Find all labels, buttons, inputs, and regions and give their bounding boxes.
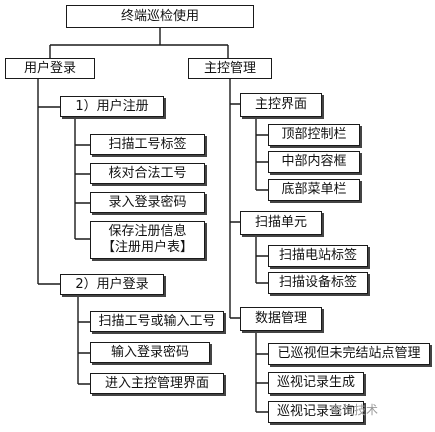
register-item-scan-id: 扫描工号标签 <box>90 134 205 155</box>
save-info-line2: 【注册用户表】 <box>101 240 193 255</box>
interface-item-bottom-menu: 底部菜单栏 <box>268 179 360 201</box>
scan-node: 扫描单元 <box>240 211 322 235</box>
interface-label: 主控界面 <box>254 97 307 112</box>
register-node: 1）用户注册 <box>60 96 164 117</box>
connector-root <box>49 28 229 58</box>
connector-interface-children <box>255 117 268 191</box>
register-item-save-info: 保存注册信息 【注册用户表】 <box>90 221 205 259</box>
data-node: 数据管理 <box>240 307 322 331</box>
register-item-verify-id: 核对合法工号 <box>90 163 205 184</box>
scan-item-device-tag: 扫描设备标签 <box>268 272 368 294</box>
register-label: 1）用户注册 <box>75 98 149 114</box>
save-info-line1: 保存注册信息 <box>108 224 187 239</box>
connector-login-children <box>77 295 90 385</box>
login-item-enter-main-ui: 进入主控管理界面 <box>90 373 224 394</box>
login-item-scan-or-input-id: 扫描工号或输入工号 <box>90 311 224 332</box>
data-item-unfinished-stations: 已巡视但未完结站点管理 <box>268 343 430 365</box>
watermark-text: 电气技术 <box>330 403 379 417</box>
connector-main-spine <box>229 79 240 319</box>
login-label: 2）用户登录 <box>75 276 149 292</box>
login-node: 2）用户登录 <box>60 274 164 295</box>
interface-item-top-bar: 顶部控制栏 <box>268 124 360 146</box>
root-label: 终端巡检使用 <box>120 8 199 24</box>
register-item-enter-password: 录入登录密码 <box>90 192 205 213</box>
user-login-label: 用户登录 <box>23 60 76 76</box>
root-node: 终端巡检使用 <box>66 5 254 28</box>
scan-item-station-tag: 扫描电站标签 <box>268 245 368 267</box>
scan-label: 扫描单元 <box>254 215 307 230</box>
watermark: 电气技术 <box>330 401 378 418</box>
connector-scan-children <box>255 235 268 284</box>
interface-item-middle-box: 中部内容框 <box>268 151 360 173</box>
connector-register-children <box>74 117 90 240</box>
login-item-enter-password: 输入登录密码 <box>90 342 210 363</box>
data-item-record-query: 巡视记录查询 <box>268 401 364 423</box>
connector-user-login-spine <box>37 79 60 285</box>
user-login-node: 用户登录 <box>5 58 95 79</box>
data-label: 数据管理 <box>254 311 307 326</box>
main-control-label: 主控管理 <box>203 60 256 76</box>
connector-data-children <box>255 331 268 413</box>
data-item-record-generate: 巡视记录生成 <box>268 372 364 394</box>
interface-node: 主控界面 <box>240 93 322 117</box>
main-control-node: 主控管理 <box>188 58 272 79</box>
